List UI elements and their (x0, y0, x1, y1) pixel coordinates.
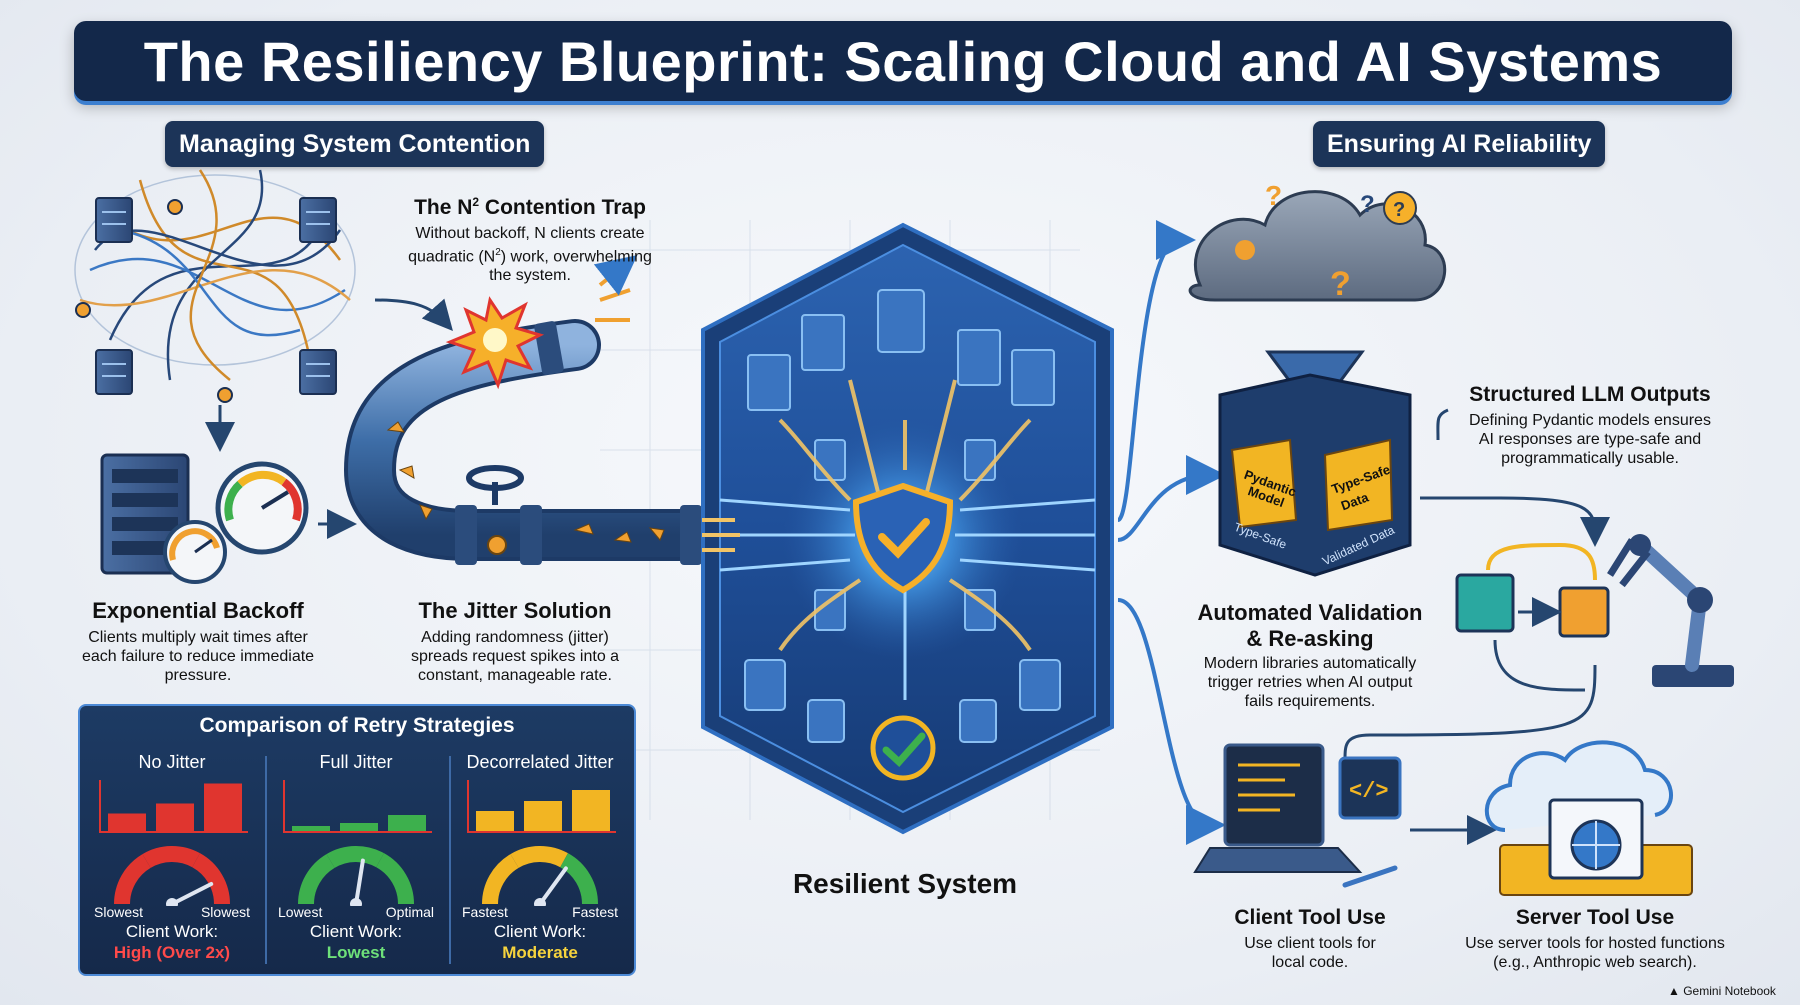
section-label-ai-reliability: Ensuring AI Reliability (1313, 121, 1606, 167)
strategy-name: No Jitter (138, 752, 206, 772)
server-tool-title: Server Tool Use (1515, 906, 1675, 929)
backoff-gauge-icon (163, 461, 309, 584)
client-work-label: Client Work: (493, 922, 587, 941)
gauge-needle (170, 882, 214, 906)
code-icon: </> (1338, 756, 1402, 820)
explosion-icon (445, 265, 630, 390)
resilient-system-label: Resilient System (792, 868, 1018, 899)
gauge-arc (142, 846, 200, 869)
client-work-value: Lowest (326, 943, 386, 962)
structured-outputs-title: Structured LLM Outputs (1469, 383, 1711, 406)
pydantic-box: Pydantic Model Type-Safe Data Type-Safe … (1218, 373, 1412, 577)
gauge-arc (510, 846, 568, 869)
gauge-arc (375, 853, 414, 905)
gauge-hub (350, 898, 362, 906)
jitter-desc: Adding randomness (jitter)spreads reques… (410, 629, 620, 684)
arrow-to-pipe (374, 298, 453, 331)
brand-icon: ▲ (1668, 984, 1684, 998)
svg-text:?: ? (1360, 191, 1375, 218)
svg-text:?: ? (1265, 180, 1282, 211)
gauge-left-label: Lowest (278, 904, 323, 920)
puzzle-icon (1455, 542, 1610, 692)
gauge-needle (354, 858, 365, 906)
retry-bar (524, 801, 562, 831)
retry-bar (156, 803, 194, 831)
brand-footer: ▲ Gemini Notebook (1668, 984, 1776, 998)
retry-bar (572, 790, 610, 831)
retry-comparison-panel: Comparison of Retry Strategies No Jitter… (78, 704, 636, 976)
svg-text:?: ? (1393, 199, 1405, 221)
strategy-chart (283, 780, 432, 906)
gauge-left-label: Fastest (462, 904, 508, 920)
bar-axis (467, 780, 616, 833)
gauge-right-label: Optimal (385, 904, 434, 920)
pipe-icon (343, 319, 726, 565)
contention-trap-title: The N2 Contention Trap (414, 195, 646, 219)
cloud-question-icon: ? ? ? ? (1188, 180, 1447, 303)
server-tool-desc: Use server tools for hosted functions(e.… (1465, 935, 1725, 971)
retry-panel-title: Comparison of Retry Strategies (199, 714, 515, 737)
gauge-arc (482, 854, 519, 905)
client-work-label: Client Work: (125, 922, 219, 941)
backoff-title: Exponential Backoff (92, 598, 304, 623)
gauge-arc (114, 854, 151, 905)
column-divider (449, 756, 451, 964)
gauge-right-label: Slowest (200, 904, 250, 920)
strategy-column: Decorrelated Jitter Fastest Fastest Clie… (448, 706, 632, 974)
robot-arm-icon (1607, 534, 1734, 687)
gauge-hub (166, 898, 178, 906)
check-circle-icon (870, 715, 936, 781)
valve-icon (466, 465, 524, 555)
gauge-arc (326, 846, 384, 869)
gauge-arc (191, 853, 230, 905)
shield-check-icon (852, 482, 954, 594)
title-banner: The Resiliency Blueprint: Scaling Cloud … (74, 21, 1732, 101)
gauge-right-label: Fastest (572, 904, 618, 920)
strategy-column: Full Jitter Lowest Optimal Client Work: … (264, 706, 448, 974)
client-work-value: Moderate (502, 943, 578, 962)
retry-bar (340, 823, 378, 831)
client-work-value: High (Over 2x) (113, 943, 231, 962)
svg-text:</>: </> (1349, 779, 1389, 804)
gauge-arc (559, 853, 598, 905)
section-label-contention: Managing System Contention (165, 121, 545, 167)
retry-bar (292, 826, 330, 831)
bar-axis (99, 780, 248, 833)
gauge-arc (298, 854, 335, 905)
column-divider (265, 756, 267, 964)
contention-trap-desc: Without backoff, N clients create quadra… (408, 225, 652, 285)
resilient-system-hexagon (701, 222, 1114, 835)
client-work-label: Client Work: (309, 922, 403, 941)
strategy-chart (467, 780, 616, 906)
page-title: The Resiliency Blueprint: Scaling Cloud … (143, 29, 1663, 93)
retry-bar (204, 783, 242, 831)
bar-axis (283, 780, 432, 833)
gauge-left-label: Slowest (94, 904, 144, 920)
strategy-chart (99, 780, 248, 906)
strategy-name: Full Jitter (319, 752, 393, 772)
retry-bar (476, 811, 514, 831)
strategy-name: Decorrelated Jitter (466, 752, 614, 772)
gauge-hub (534, 898, 546, 906)
client-tool-title: Client Tool Use (1234, 906, 1386, 929)
gauge-needle (538, 866, 568, 906)
server-icon-cluster (75, 197, 337, 403)
retry-bar (108, 813, 146, 831)
laptop-icon (1193, 743, 1398, 888)
strategy-column: No Jitter Slowest Slowest Client Work: H… (80, 706, 264, 974)
retry-bar (388, 815, 426, 831)
server-cloud-icon (1484, 740, 1693, 896)
validation-title: Automated Validation& Re-asking (1197, 600, 1423, 651)
svg-text:?: ? (1330, 265, 1351, 303)
jitter-title: The Jitter Solution (418, 598, 612, 623)
